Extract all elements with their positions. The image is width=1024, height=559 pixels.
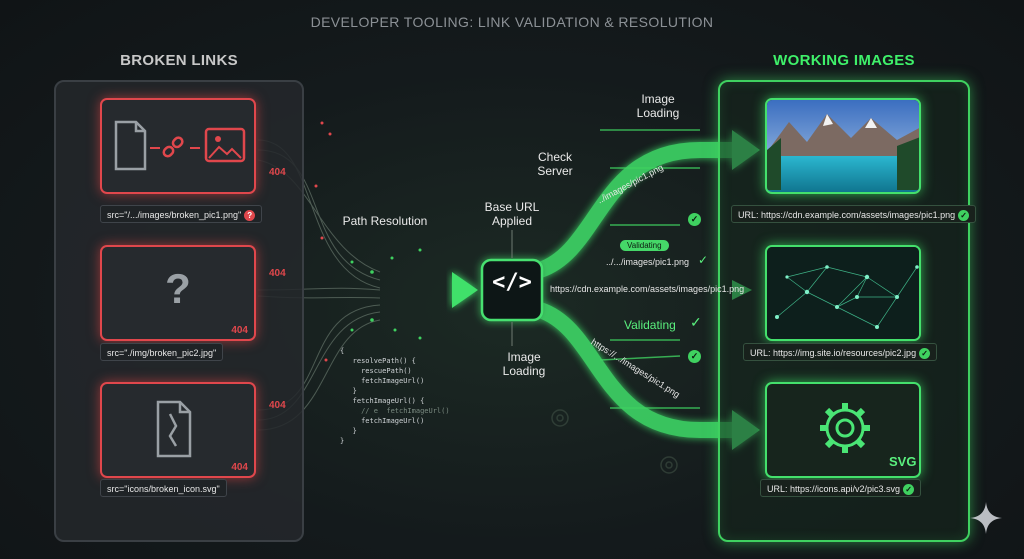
network-graph-image [767,247,919,339]
svg-type-tag: SVG [889,454,917,469]
check-icon: ✓ [903,484,915,496]
check-server-label: Check Server [537,150,573,178]
broken-link-file-icon [114,120,246,171]
broken-card-1[interactable] [100,98,256,194]
image-loading-top-label: Image Loading [636,92,680,120]
working-url-label-2: URL: https://img.site.io/resources/pic2.… [743,343,938,361]
mountain-lake-photo [767,100,919,192]
code-line: } [340,387,357,395]
card-404-label: 404 [231,462,248,473]
code-line: // e fetchImageUrl() [340,407,450,415]
gear-icon [820,403,870,453]
error-dots [314,121,332,362]
path-mid-check-icon: ✓ [698,253,709,267]
broken-src-label-2: src="./img/broken_pic2.jpg" [100,343,224,361]
code-line: fetchImageUrl() [340,377,425,385]
broken-src-label-1: src="/.../images/broken_pic1.png"? [100,205,263,223]
broken-card-3[interactable]: 404 [100,382,256,478]
full-url-label: https://cdn.example.com/assets/images/pi… [550,284,745,294]
image-loading-bottom-label: Image Loading [502,350,546,378]
code-line: } [340,437,345,445]
path-resolution-label: Path Resolution [342,214,428,228]
broken-links-title: BROKEN LINKS [120,52,238,69]
broken-file-icon [156,400,192,458]
path-mid-label: ../.../images/pic1.png [606,257,690,267]
validating-label: Validating [624,318,676,332]
working-card-2[interactable] [765,245,921,341]
broken-card-2[interactable]: ? 404 [100,245,256,341]
working-url-label-3: URL: https://icons.api/v2/pic3.svg✓ [760,479,922,497]
working-url-label-1: URL: https://cdn.example.com/assets/imag… [731,205,977,223]
code-line: { [340,347,345,355]
validating-check-icon: ✓ [690,314,702,330]
card-404-label: 404 [231,325,248,336]
sparkle-icon [970,502,1002,534]
check-icon: ✓ [919,348,931,360]
code-line: rescuePath() [340,367,412,375]
error-icon: ? [244,210,256,222]
flow-dots [350,248,422,340]
working-images-title: WORKING IMAGES [773,52,915,69]
base-url-label: Base URL Applied [484,200,540,228]
code-line: fetchImageUrl() [340,417,425,425]
side-404-label-3: 404 [269,400,286,411]
question-mark-icon: ? [165,265,191,312]
page-title: DEVELOPER TOOLING: LINK VALIDATION & RES… [310,14,714,30]
code-hub-icon: </> [492,270,532,295]
code-line: fetchImageUrl() { [340,397,425,405]
status-check-icon: ✓ [688,350,701,363]
check-icon: ✓ [958,210,970,222]
code-line: resolvePath() { [340,357,416,365]
working-card-3[interactable]: SVG [765,382,921,478]
working-card-1[interactable] [765,98,921,194]
side-404-label-2: 404 [269,268,286,279]
code-snippet: { resolvePath() { rescuePath() fetchImag… [340,346,450,446]
status-check-icon: ✓ [688,213,701,226]
side-404-label-1: 404 [269,167,286,178]
code-line: } [340,427,357,435]
broken-src-label-3: src="icons/broken_icon.svg" [100,479,227,497]
validating-badge: Validating [620,240,669,251]
